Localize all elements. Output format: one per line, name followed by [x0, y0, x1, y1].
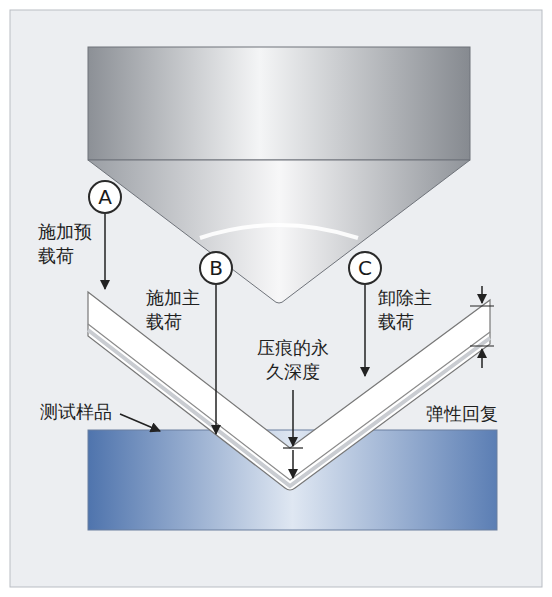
indenter-cone: [88, 160, 470, 303]
recovery-tick: [470, 306, 494, 307]
callout-circle: B: [199, 251, 233, 285]
text-label: 施加主载荷: [146, 286, 204, 335]
leader-arrow: [104, 214, 106, 289]
depth-arrow: [292, 390, 294, 446]
callout-letter: A: [98, 185, 112, 209]
callout-circle: C: [348, 251, 382, 285]
callout-letter: C: [358, 256, 372, 280]
recovery-arrow: [481, 349, 483, 368]
text-label: 弹性回复: [426, 402, 498, 426]
depth-tick: [283, 447, 303, 448]
text-label: 卸除主载荷: [378, 286, 436, 335]
leader-arrow: [215, 285, 217, 434]
callout-letter: B: [209, 256, 223, 280]
layer-line: [88, 324, 490, 480]
recovery-tick: [470, 346, 494, 347]
cone-highlight: [200, 225, 358, 238]
text-label: 测试样品: [40, 400, 112, 424]
indenter-body: [88, 47, 470, 160]
text-label: 施加预载荷: [38, 220, 96, 269]
recovery-arrow: [481, 286, 483, 303]
panel: [10, 10, 542, 587]
text-label: 压痕的永久深度: [254, 336, 332, 385]
depth-arrow: [292, 450, 294, 478]
callout-circle: A: [88, 180, 122, 214]
leader-arrow: [120, 414, 160, 431]
leader-arrow: [364, 285, 366, 376]
